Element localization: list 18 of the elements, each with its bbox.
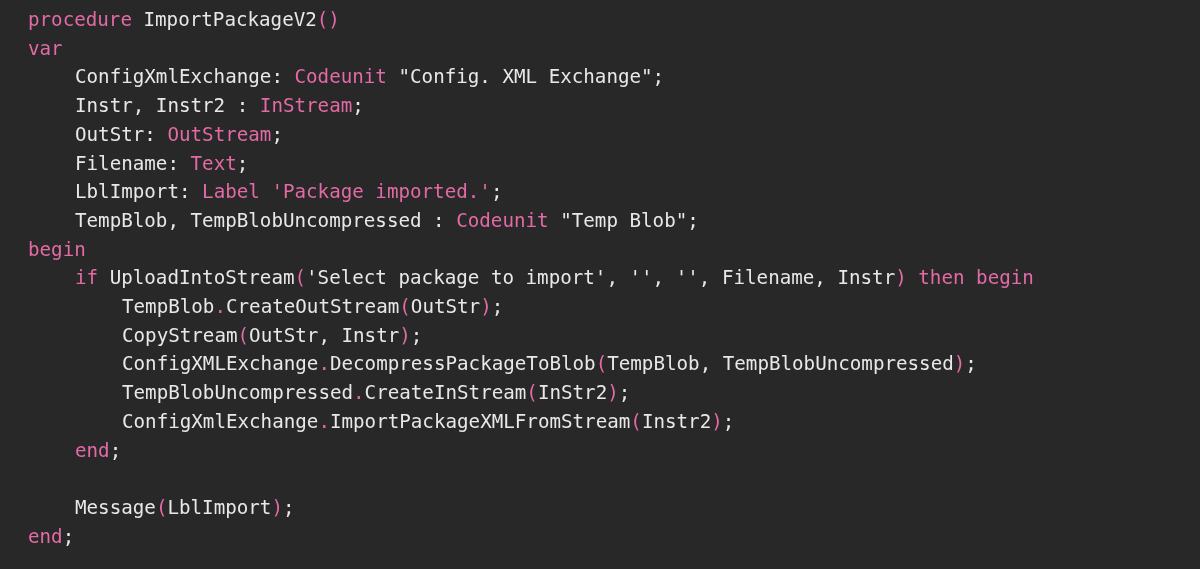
code-line: if UploadIntoStream('Select package to import', '', '', Filename, Instr) then begin xyxy=(75,266,1034,291)
code-line: ConfigXmlExchange: Codeunit "Config. XML Exchange"; xyxy=(75,65,665,90)
code-line: ConfigXMLExchange.DecompressPackageToBlob(TempBlob, TempBlobUncompressed); xyxy=(122,352,977,377)
code-line: procedure ImportPackageV2() xyxy=(28,8,340,32)
code-line: ConfigXmlExchange.ImportPackageXMLFromStream(Instr2); xyxy=(122,409,735,434)
code-line: Filename: Text; xyxy=(75,151,249,176)
code-line: Instr, Instr2 : InStream; xyxy=(75,94,364,119)
code-line: begin xyxy=(28,237,86,262)
code-line: end; xyxy=(75,438,122,463)
code-line: TempBlob, TempBlobUncompressed : Codeunit "Temp Blob"; xyxy=(75,208,699,233)
code-line: end; xyxy=(28,524,75,549)
code-line: TempBlobUncompressed.CreateInStream(InStr2); xyxy=(122,381,631,406)
code-line: var xyxy=(28,36,63,61)
code-line: OutStr: OutStream; xyxy=(75,122,283,147)
code-line: LblImport: Label 'Package imported.'; xyxy=(75,180,503,205)
code-line: Message(LblImport); xyxy=(75,495,295,520)
code-line: TempBlob.CreateOutStream(OutStr); xyxy=(122,295,504,319)
code-line: CopyStream(OutStr, Instr); xyxy=(122,323,423,348)
